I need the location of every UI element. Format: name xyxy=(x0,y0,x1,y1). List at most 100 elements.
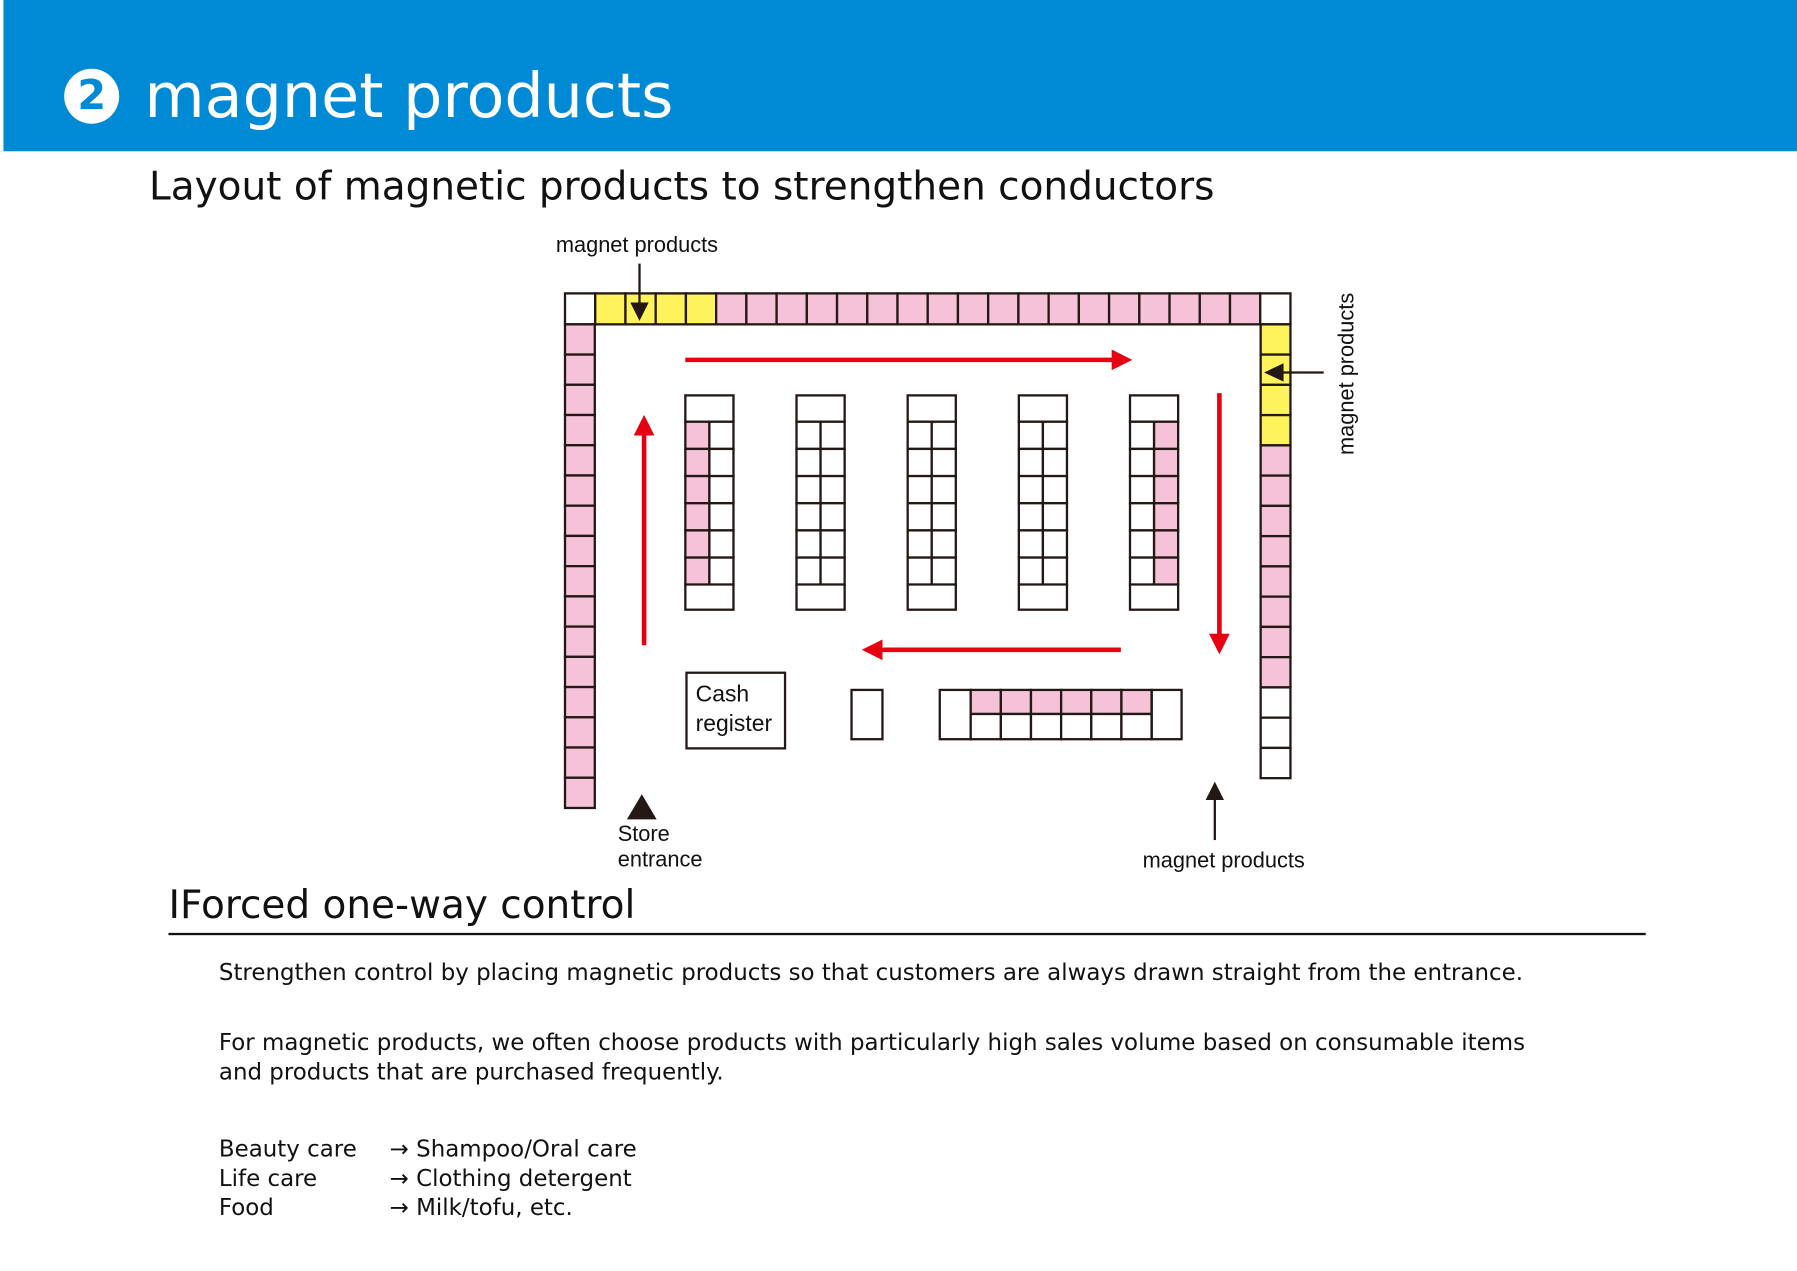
left-shelf-cell-product xyxy=(563,353,596,386)
top-shelf-cell-product xyxy=(1168,292,1201,326)
left-shelf-cell-product xyxy=(563,444,596,477)
counter-cell-product xyxy=(1090,688,1123,716)
bottom-magnet-label: magnet products xyxy=(1142,849,1305,874)
gondola-cell-empty xyxy=(1041,502,1069,532)
gondola-cell-empty xyxy=(906,447,933,478)
top-shelf-cell-product xyxy=(805,292,839,326)
cash-register-label-2: register xyxy=(695,711,773,737)
gondola-cell-empty xyxy=(795,420,822,451)
gondola-cell-empty xyxy=(819,529,846,559)
example-category: Life care xyxy=(218,1164,318,1192)
gondola-cell-empty xyxy=(1041,474,1069,505)
top-shelf-cell-product xyxy=(714,292,748,326)
right-shelf-cell-empty xyxy=(1259,686,1292,719)
subtitle: Layout of magnetic products to strengthe… xyxy=(148,163,1215,210)
section-heading: IForced one-way control xyxy=(168,882,636,929)
paragraph-2-line-2: and products that are purchased frequent… xyxy=(218,1057,724,1086)
top-shelf-cell-product xyxy=(987,292,1020,326)
top-shelf-cell-product xyxy=(956,292,990,326)
gondola-end-cap xyxy=(906,394,957,423)
gondola-cell-empty xyxy=(819,420,846,451)
top-shelf-cell-empty xyxy=(563,292,597,326)
right-shelf-cell-product xyxy=(1259,625,1292,659)
left-shelf-cell-product xyxy=(563,685,596,719)
left-shelf-cell-product xyxy=(563,746,596,779)
gondola-cell-empty xyxy=(819,447,846,478)
gondola-cell-empty xyxy=(906,556,933,586)
right-magnet-label: magnet products xyxy=(1335,292,1360,455)
gondola-cell-empty xyxy=(930,556,957,586)
counter-cell-product xyxy=(1059,688,1093,716)
gondola-cell-empty xyxy=(906,502,933,532)
right-shelf-cell-empty xyxy=(1259,716,1292,750)
right-shelf-cell-product xyxy=(1259,504,1292,538)
store-entrance-label-2: entrance xyxy=(617,848,703,873)
top-shelf-cell-empty xyxy=(1259,292,1292,326)
right-shelf-cell-product xyxy=(1259,534,1292,568)
left-shelf-cell-product xyxy=(563,776,596,810)
left-shelf-cell-product xyxy=(563,716,596,749)
top-shelf-cell-product xyxy=(896,292,929,326)
gondola-cell-empty xyxy=(930,420,957,451)
gondola-cell-empty xyxy=(1128,474,1156,505)
gondola-end-cap xyxy=(795,583,846,611)
gondola-end-cap xyxy=(684,583,735,611)
left-shelf-cell-product xyxy=(563,474,596,507)
gondola-cell-empty xyxy=(795,474,822,505)
counter-end-cell xyxy=(938,688,972,741)
flow-arrow-right xyxy=(685,349,1133,371)
top-magnet-label: magnet products xyxy=(555,233,719,258)
gondola-cell-empty xyxy=(1017,447,1045,478)
gondola-cell-empty xyxy=(1017,502,1045,532)
example-category: Beauty care xyxy=(218,1134,357,1163)
counter-cell-product xyxy=(1120,688,1153,716)
gondola-cell-empty xyxy=(906,529,933,559)
gondola-cell-empty xyxy=(819,556,846,586)
example-category: Food xyxy=(218,1193,274,1221)
gondola-end-cap xyxy=(795,394,846,423)
gondola-cell-product xyxy=(684,529,711,559)
paragraph-1: Strengthen control by placing magnetic p… xyxy=(218,958,1524,986)
section-number-badge: 2 xyxy=(64,68,120,124)
gondola-cell-product xyxy=(684,474,711,505)
right-shelf-cell-product xyxy=(1259,565,1292,598)
top-shelf-cell-product xyxy=(1017,292,1050,326)
store-entrance-label-1: Store xyxy=(617,822,670,847)
right-shelf-cell-magnet xyxy=(1259,323,1292,356)
gondola-cell-empty xyxy=(930,502,957,532)
gondola-cell-empty xyxy=(1041,420,1069,451)
right-shelf-cell-magnet xyxy=(1259,413,1292,447)
counter-cell-empty xyxy=(1059,712,1093,741)
gondola-cell-product xyxy=(1152,529,1180,559)
right-shelf-cell-product xyxy=(1259,444,1292,477)
top-shelf-cell-product xyxy=(926,292,960,326)
left-shelf-cell-product xyxy=(563,655,596,689)
left-shelf-cell-product xyxy=(563,534,596,568)
top-magnet-pointer-icon xyxy=(630,263,649,321)
counter-cell-empty xyxy=(1029,712,1063,741)
left-shelf-cell-product xyxy=(563,565,596,598)
top-shelf-cell-product xyxy=(745,292,778,326)
gondola-cell-product xyxy=(1152,420,1180,451)
top-shelf-cell-product xyxy=(866,292,899,326)
top-shelf-cell-magnet xyxy=(594,292,627,326)
gondola-cell-empty xyxy=(1017,474,1045,505)
gondola-end-cap xyxy=(1017,583,1069,611)
top-shelf-cell-product xyxy=(775,292,808,326)
gondola-end-cap xyxy=(684,394,735,423)
gondola-cell-empty xyxy=(1041,529,1069,559)
cash-register-label-1: Cash xyxy=(695,681,750,708)
example-item: → Clothing detergent xyxy=(389,1164,632,1192)
left-shelf-cell-product xyxy=(563,504,596,538)
section-divider xyxy=(168,932,1646,936)
right-shelf-cell-product xyxy=(1259,655,1292,689)
top-shelf-cell-product xyxy=(1138,292,1171,326)
left-shelf-cell-product xyxy=(563,383,596,417)
counter-cell-empty xyxy=(969,712,1002,741)
example-item: → Shampoo/Oral care xyxy=(389,1134,637,1163)
gondola-cell-empty xyxy=(795,529,822,559)
counter-end-cell xyxy=(1150,688,1183,741)
gondola-cell-product xyxy=(1152,474,1180,505)
small-counter xyxy=(850,688,884,741)
cash-register-box xyxy=(685,671,787,750)
